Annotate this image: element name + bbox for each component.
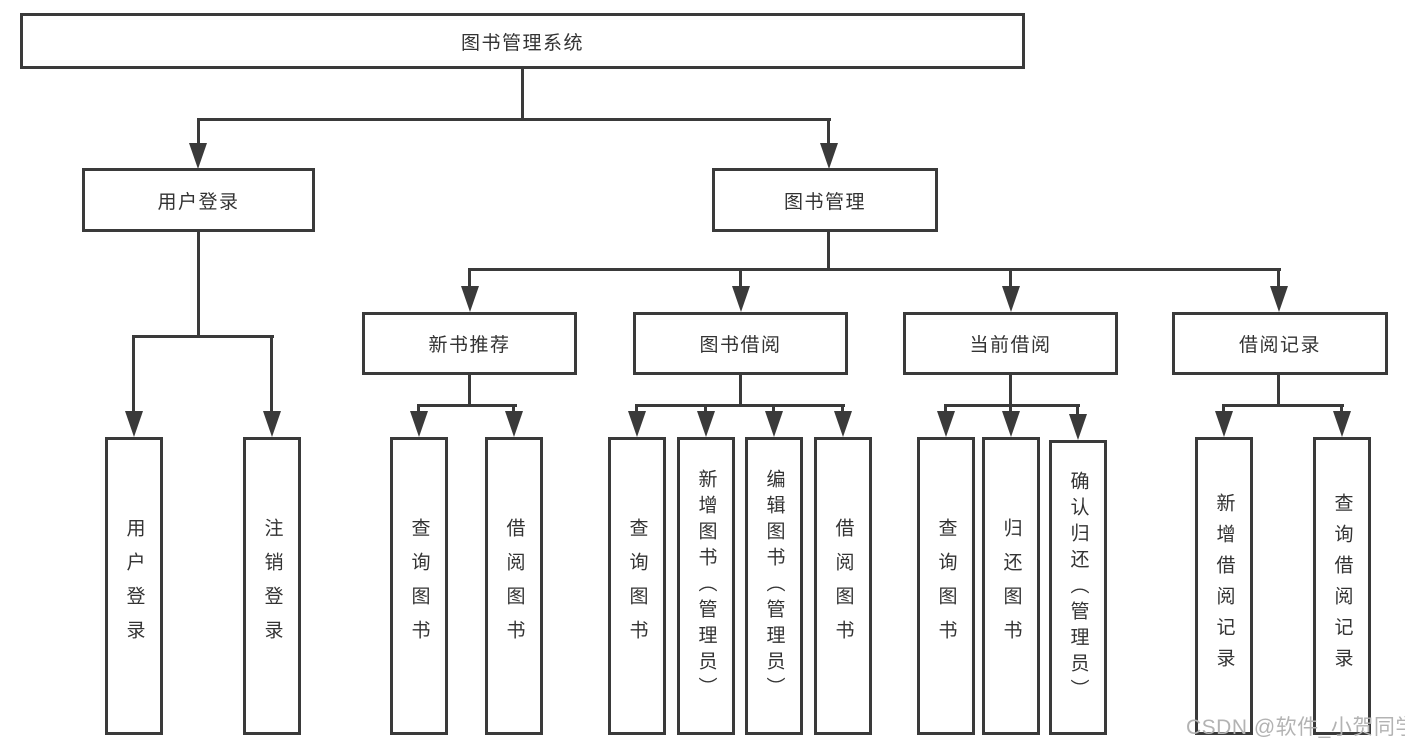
arrowhead-down-icon	[834, 411, 852, 437]
leaf-query-borrow-record-label: 查询借阅记录	[1331, 493, 1353, 679]
connector-leaf-stem	[1222, 404, 1225, 416]
node-book-mgmt-label: 图书管理	[783, 191, 866, 213]
connector-leaf-stem	[417, 404, 420, 416]
connector-level3-stem	[468, 268, 471, 292]
arrowhead-down-icon	[697, 411, 715, 437]
leaf-borrow-book-label: 借阅图书	[832, 518, 854, 654]
connector-recommend-rail	[417, 404, 517, 407]
leaf-confirm-return-admin: 确认归还（管理员）	[1049, 440, 1107, 735]
leaf-query-book-current-label: 查询图书	[935, 518, 957, 654]
leaf-query-borrow-record: 查询借阅记录	[1313, 437, 1371, 735]
arrowhead-down-icon	[1002, 286, 1020, 312]
connector-current-rail	[944, 404, 1080, 407]
arrowhead-down-icon	[1002, 411, 1020, 437]
leaf-add-book-admin-label: 新增图书（管理员）	[695, 469, 717, 703]
arrowhead-down-icon	[461, 286, 479, 312]
arrowhead-down-icon	[1270, 286, 1288, 312]
leaf-edit-book-admin: 编辑图书（管理员）	[745, 437, 803, 735]
connector-level3-rail	[468, 268, 1281, 271]
connector-borrow-rail	[635, 404, 845, 407]
leaf-edit-book-admin-label: 编辑图书（管理员）	[763, 469, 785, 703]
leaf-user-login: 用户登录	[105, 437, 163, 735]
connector-records-rail	[1222, 404, 1344, 407]
connector-leaf-stem	[270, 335, 273, 417]
node-new-book-recommend: 新书推荐	[362, 312, 577, 375]
connector-recommend-down	[468, 374, 471, 407]
node-borrow-records-label: 借阅记录	[1238, 335, 1321, 356]
arrowhead-down-icon	[505, 411, 523, 437]
leaf-user-login-label: 用户登录	[123, 518, 145, 654]
arrowhead-down-icon	[937, 411, 955, 437]
connector-leaf-stem	[772, 404, 775, 416]
connector-leaf-stem	[132, 335, 135, 417]
leaf-add-book-admin: 新增图书（管理员）	[677, 437, 735, 735]
node-current-borrow-label: 当前借阅	[969, 335, 1052, 356]
node-root: 图书管理系统	[20, 13, 1025, 69]
connector-book-mgmt-stem	[827, 118, 830, 150]
leaf-logout: 注销登录	[243, 437, 301, 735]
node-current-borrow: 当前借阅	[903, 312, 1118, 375]
arrowhead-down-icon	[820, 143, 838, 169]
leaf-return-book-label: 归还图书	[1000, 518, 1022, 654]
arrowhead-down-icon	[125, 411, 143, 437]
connector-leaf-stem	[635, 404, 638, 416]
connector-root-stem	[521, 68, 524, 120]
leaf-query-book-borrow-label: 查询图书	[626, 518, 648, 654]
connector-leaf-stem	[512, 404, 515, 416]
node-new-book-recommend-label: 新书推荐	[428, 335, 511, 356]
node-book-borrow: 图书借阅	[633, 312, 848, 375]
connector-borrow-down	[739, 374, 742, 407]
csdn-watermark: CSDN @软件_小贺同学	[1186, 716, 1405, 739]
connector-leaf-stem	[1076, 404, 1079, 418]
arrowhead-down-icon	[1333, 411, 1351, 437]
connector-level2-rail	[197, 118, 831, 121]
connector-book-mgmt-down	[827, 231, 830, 271]
leaf-query-book-borrow: 查询图书	[608, 437, 666, 735]
connector-leaf-stem	[841, 404, 844, 416]
leaf-logout-label: 注销登录	[261, 518, 283, 654]
connector-level3-stem	[739, 268, 742, 292]
connector-current-down	[1009, 374, 1012, 407]
connector-level3-stem	[1277, 268, 1280, 292]
leaf-return-book: 归还图书	[982, 437, 1040, 735]
node-book-borrow-label: 图书借阅	[699, 335, 782, 356]
connector-user-login-rail	[132, 335, 274, 338]
leaf-borrow-book-recommend: 借阅图书	[485, 437, 543, 735]
leaf-query-book-current: 查询图书	[917, 437, 975, 735]
arrowhead-down-icon	[189, 143, 207, 169]
arrowhead-down-icon	[628, 411, 646, 437]
arrowhead-down-icon	[732, 286, 750, 312]
node-book-mgmt: 图书管理	[712, 168, 938, 232]
arrowhead-down-icon	[1069, 414, 1087, 440]
arrowhead-down-icon	[263, 411, 281, 437]
leaf-borrow-book-recommend-label: 借阅图书	[503, 518, 525, 654]
leaf-query-book-recommend-label: 查询图书	[408, 518, 430, 654]
connector-leaf-stem	[704, 404, 707, 416]
node-user-login-label: 用户登录	[157, 191, 240, 213]
leaf-add-borrow-record-label: 新增借阅记录	[1213, 493, 1235, 679]
leaf-confirm-return-admin-label: 确认归还（管理员）	[1067, 470, 1089, 705]
connector-leaf-stem	[1009, 404, 1012, 416]
node-root-label: 图书管理系统	[460, 32, 584, 54]
arrowhead-down-icon	[1215, 411, 1233, 437]
leaf-query-book-recommend: 查询图书	[390, 437, 448, 735]
node-borrow-records: 借阅记录	[1172, 312, 1388, 375]
arrowhead-down-icon	[765, 411, 783, 437]
connector-user-login-down	[197, 231, 200, 338]
leaf-borrow-book: 借阅图书	[814, 437, 872, 735]
connector-records-down	[1277, 374, 1280, 407]
leaf-add-borrow-record: 新增借阅记录	[1195, 437, 1253, 735]
connector-user-login-stem	[197, 118, 200, 150]
connector-leaf-stem	[1340, 404, 1343, 416]
connector-level3-stem	[1009, 268, 1012, 292]
arrowhead-down-icon	[410, 411, 428, 437]
connector-leaf-stem	[944, 404, 947, 416]
node-user-login: 用户登录	[82, 168, 315, 232]
